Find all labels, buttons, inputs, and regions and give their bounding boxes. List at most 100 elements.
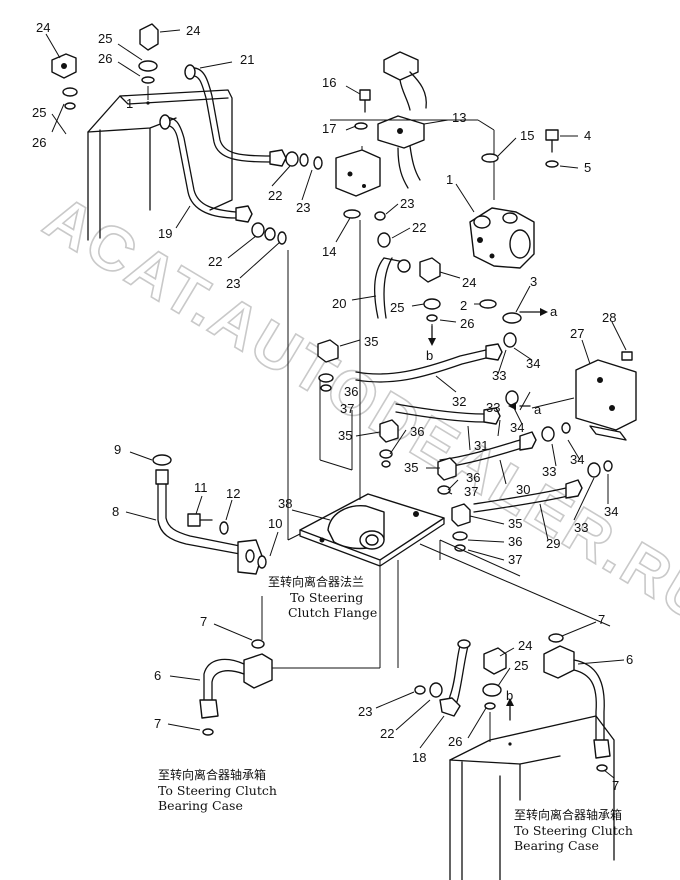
o-ring-14	[343, 209, 361, 219]
elbow-35-mid	[379, 419, 399, 468]
pipe-29	[473, 460, 613, 513]
callout: 15	[520, 128, 534, 143]
callout: 18	[412, 750, 426, 765]
callout: 31	[474, 438, 488, 453]
callout: 7	[598, 612, 605, 627]
callout: 24	[36, 20, 50, 35]
callout: 26	[32, 135, 46, 150]
note-en-line2: Bearing Case	[158, 798, 243, 813]
callout: 22	[208, 254, 222, 269]
callout: 7	[154, 716, 161, 731]
callout: 33	[542, 464, 556, 479]
callout: 26	[448, 734, 462, 749]
callout: 33	[574, 520, 588, 535]
callout: 21	[240, 52, 254, 67]
fitting-group-bottom	[414, 639, 512, 746]
callout: 20	[332, 296, 346, 311]
pipe-21	[184, 64, 323, 170]
callout: 23	[226, 276, 240, 291]
pipe-6-left	[199, 639, 273, 736]
callout-labels: 24 24 21 25 26 25 26 1 16 13 17 15 4 5 2…	[32, 20, 633, 793]
elbow-35-upper	[317, 339, 339, 392]
callout: b	[426, 348, 433, 363]
pipe-19	[159, 114, 287, 245]
note-en-line1: To Steering Clutch	[514, 823, 633, 838]
callout: 1	[126, 96, 133, 111]
valve-block-13	[330, 51, 495, 200]
callout: 34	[570, 452, 584, 467]
callout: 26	[98, 51, 112, 66]
callout: 25	[390, 300, 404, 315]
plate-38	[299, 493, 445, 567]
note-en-line1: To Steering	[290, 590, 364, 605]
callout: 9	[114, 442, 121, 457]
callout: 33	[486, 400, 500, 415]
callout: 24	[518, 638, 532, 653]
callout: 7	[612, 778, 619, 793]
note-zh: 至转向离合器轴承箱	[514, 808, 623, 822]
elbow-35-lower	[437, 457, 457, 495]
callout: 10	[268, 516, 282, 531]
callout: 34	[604, 504, 618, 519]
callout: 7	[200, 614, 207, 629]
pipe-20	[374, 257, 441, 322]
bolt-4	[545, 129, 559, 168]
callout: 23	[358, 704, 372, 719]
callout: 37	[340, 401, 354, 416]
note-bearing-case-right: 至转向离合器轴承箱 To Steering Clutch Bearing Cas…	[514, 808, 633, 853]
callout: 6	[626, 652, 633, 667]
pipe-8	[152, 454, 267, 575]
note-zh: 至转向离合器轴承箱	[158, 768, 267, 782]
callout: 35	[404, 460, 418, 475]
pipe-32	[355, 332, 517, 383]
callout: 16	[322, 75, 336, 90]
callout: 36	[410, 424, 424, 439]
callout: 23	[400, 196, 414, 211]
callout: 23	[296, 200, 310, 215]
callout: 24	[186, 23, 200, 38]
callout: 24	[462, 275, 476, 290]
note-en-line2: Bearing Case	[514, 838, 599, 853]
callout: 33	[492, 368, 506, 383]
callout: 36	[344, 384, 358, 399]
pipe-30	[439, 422, 571, 469]
callout: 22	[412, 220, 426, 235]
callout: 37	[508, 552, 522, 567]
elbow-35-bottom	[451, 503, 471, 552]
callout: 34	[510, 420, 524, 435]
callout: 25	[32, 105, 46, 120]
flow-arrows	[428, 308, 548, 721]
connector-22-center	[377, 232, 391, 248]
callout: 4	[584, 128, 591, 143]
callout: 13	[452, 110, 466, 125]
o-ring-3	[502, 312, 522, 324]
callout: 32	[452, 394, 466, 409]
bolt-16	[354, 89, 371, 130]
callout: 19	[158, 226, 172, 241]
callout: 28	[602, 310, 616, 325]
callout: 34	[526, 356, 540, 371]
callout: 6	[154, 668, 161, 683]
note-steering-clutch-flange: 至转向离合器法兰 To Steering Clutch Flange	[268, 575, 377, 620]
leader-lines	[258, 220, 611, 669]
callout: 8	[112, 504, 119, 519]
bracket-27	[575, 351, 637, 441]
callout: 14	[322, 244, 336, 259]
callout: 3	[530, 274, 537, 289]
note-zh: 至转向离合器法兰	[268, 575, 365, 589]
pump-1	[469, 153, 535, 309]
callout: 30	[516, 482, 530, 497]
callout: 36	[508, 534, 522, 549]
callout: 12	[226, 486, 240, 501]
callout: 22	[268, 188, 282, 203]
callout: 22	[380, 726, 394, 741]
callout: 37	[464, 484, 478, 499]
pipe-31	[395, 390, 519, 425]
transmission-case-bottom-right	[449, 715, 615, 880]
note-bearing-case-left: 至转向离合器轴承箱 To Steering Clutch Bearing Cas…	[158, 768, 277, 813]
note-en-line1: To Steering Clutch	[158, 783, 277, 798]
transmission-case-top-left	[87, 89, 233, 241]
callout: 36	[466, 470, 480, 485]
